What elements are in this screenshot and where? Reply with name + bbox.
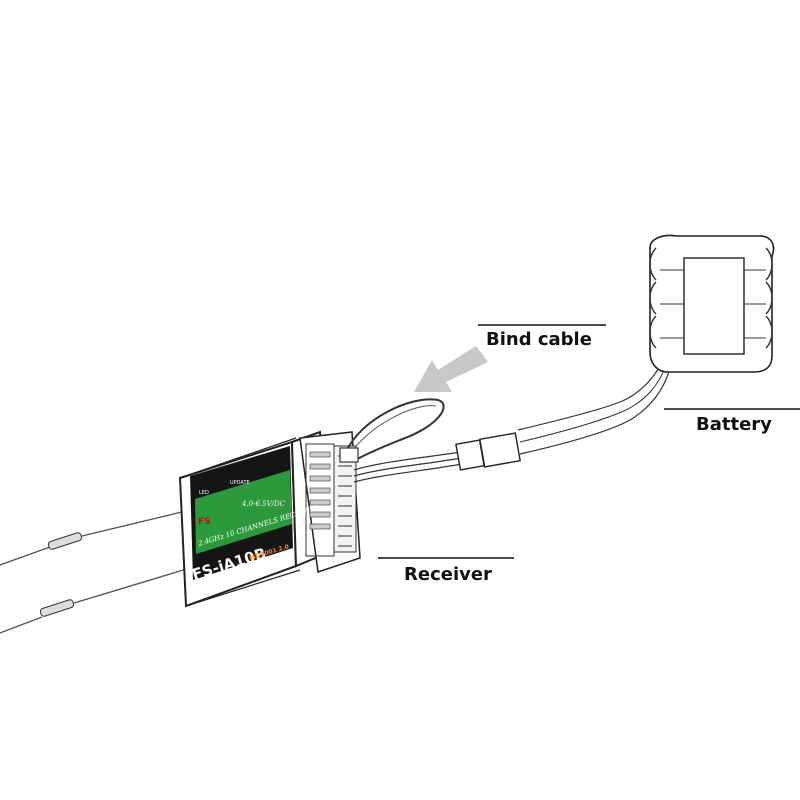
bind-cable-callout: Bind cable <box>478 324 606 350</box>
receiver-label: Receiver <box>404 564 492 585</box>
battery-label: Battery <box>696 414 772 435</box>
bind-cable-label: Bind cable <box>486 329 592 350</box>
receiver-callout: Receiver <box>378 557 514 585</box>
brand-logo: FS <box>198 517 211 527</box>
antenna-upper <box>0 509 191 566</box>
update-label: UPDATE <box>230 480 250 486</box>
antenna-lower <box>0 567 191 634</box>
bind-cable <box>339 398 445 463</box>
pin-header <box>309 445 357 553</box>
battery-callout: Battery <box>664 408 800 435</box>
voltage-label: 4.0-6.5V/DC <box>241 500 286 508</box>
led-label: LED <box>199 490 209 496</box>
battery-lead <box>353 361 671 483</box>
battery-pack <box>649 234 775 373</box>
bind-cable-arrow <box>414 346 488 392</box>
